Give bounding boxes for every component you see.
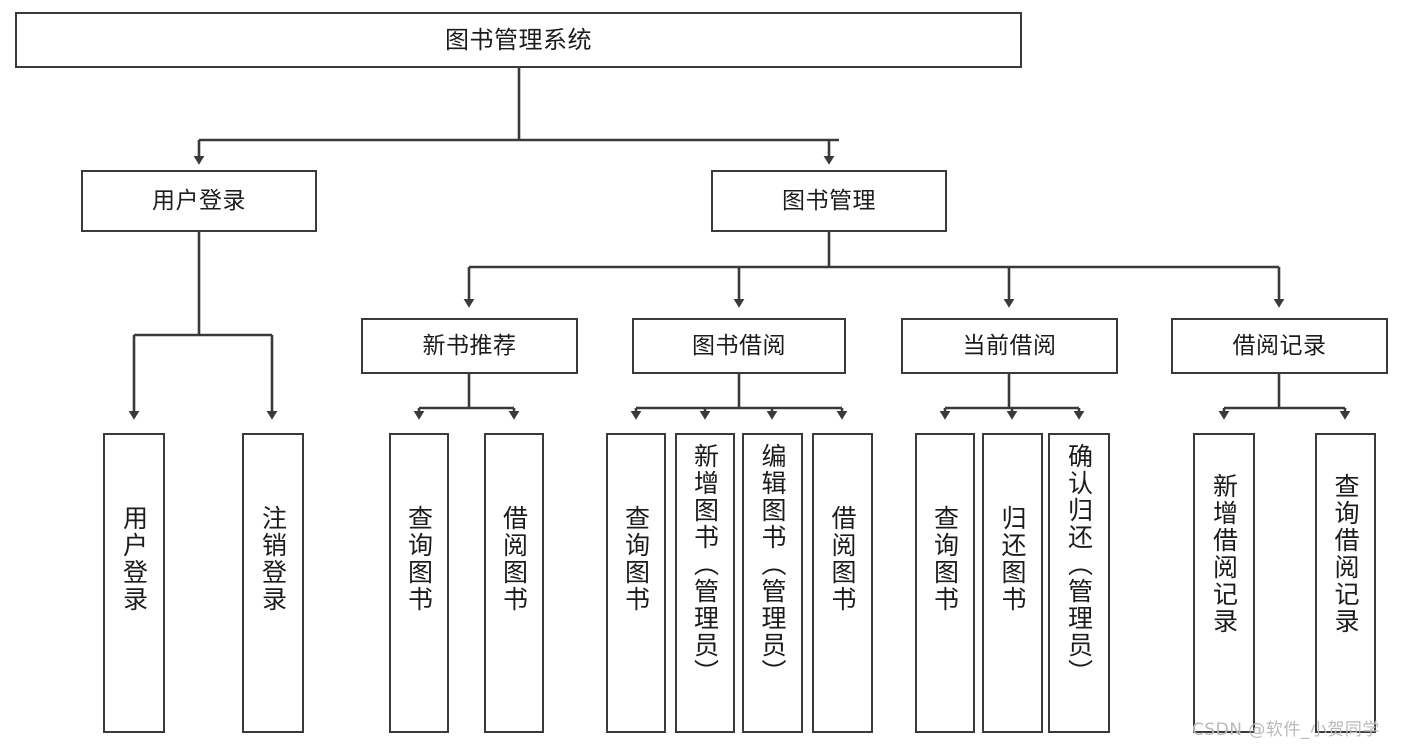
node-label: 借阅记录 [1232,332,1327,359]
node-label: 当前借阅 [962,332,1057,359]
node-label: 新书推荐 [422,332,517,359]
node-label: 用户登录 [152,187,246,214]
node-new-book-recommend[interactable]: 新书推荐 [361,318,578,374]
node-leaf-query-book-borrow[interactable]: 查询图书 [606,433,666,733]
node-book-borrow[interactable]: 图书借阅 [632,318,846,374]
node-leaf-edit-book-admin[interactable]: 编辑图书（管理员） [742,433,803,733]
node-leaf-query-book-current[interactable]: 查询图书 [915,433,975,733]
node-label: 注销登录 [258,505,288,613]
node-label: 图书借阅 [692,332,786,359]
node-label: 图书管理系统 [445,26,592,54]
node-leaf-query-borrow-record[interactable]: 查询借阅记录 [1315,433,1376,733]
node-leaf-user-login[interactable]: 用户登录 [103,433,165,733]
node-label: 用户登录 [119,505,149,613]
node-label: 新增借阅记录 [1209,473,1239,635]
node-leaf-borrow-book-new[interactable]: 借阅图书 [484,433,544,733]
node-leaf-add-book-admin[interactable]: 新增图书（管理员） [675,433,735,733]
node-book-management[interactable]: 图书管理 [711,170,947,232]
node-label: 图书管理 [782,187,876,214]
node-user-login[interactable]: 用户登录 [81,170,317,232]
node-borrow-record[interactable]: 借阅记录 [1171,318,1388,374]
node-leaf-return-book[interactable]: 归还图书 [982,433,1043,733]
node-label: 归还图书 [998,505,1027,613]
node-label: 查询图书 [930,505,960,613]
node-label: 借阅图书 [499,505,529,613]
node-label: 查询借阅记录 [1331,473,1360,635]
node-label: 新增图书（管理员） [690,443,720,686]
node-leaf-confirm-return-admin[interactable]: 确认归还（管理员） [1048,433,1110,733]
node-leaf-add-borrow-record[interactable]: 新增借阅记录 [1193,433,1255,733]
node-label: 借阅图书 [828,505,857,613]
node-leaf-query-book-new[interactable]: 查询图书 [389,433,449,733]
node-label: 确认归还（管理员） [1064,443,1094,686]
node-leaf-logout[interactable]: 注销登录 [242,433,304,733]
node-root-system[interactable]: 图书管理系统 [15,12,1022,68]
node-label: 查询图书 [404,505,434,613]
node-label: 编辑图书（管理员） [758,443,787,686]
node-current-borrow[interactable]: 当前借阅 [901,318,1118,374]
node-leaf-borrow-book[interactable]: 借阅图书 [812,433,873,733]
node-label: 查询图书 [621,505,651,613]
